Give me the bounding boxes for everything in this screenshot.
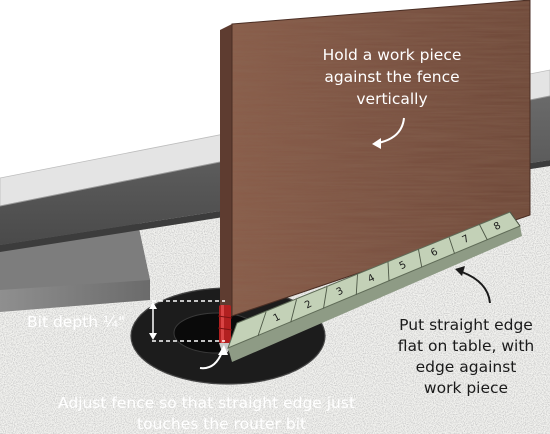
bit-depth-bracket <box>149 300 225 342</box>
callout-line: edge against <box>416 358 517 376</box>
arrow-to-work-piece-icon <box>372 117 405 149</box>
callout-line: against the fence <box>324 68 459 86</box>
callout-line: vertically <box>356 90 427 108</box>
router-bit <box>217 305 233 352</box>
ruler-division <box>418 249 423 268</box>
callout-line: touches the router bit <box>137 415 306 433</box>
straight-edge-callout: Put straight edge flat on table, with ed… <box>398 316 535 397</box>
bit-depth-label: Bit depth ¼" <box>27 313 125 331</box>
adjust-fence-callout: Adjust fence so that straight edge just … <box>58 394 355 433</box>
ruler-division <box>479 224 488 240</box>
arrow-to-straight-edge-icon <box>455 266 491 304</box>
ruler-division <box>257 311 267 337</box>
hold-work-piece-callout: Hold a work piece against the fence vert… <box>323 46 462 108</box>
straight-edge: 1 2 3 4 5 6 7 8 <box>227 211 522 362</box>
ruler-number: 7 <box>461 233 472 246</box>
ruler-number: 3 <box>335 286 346 299</box>
ruler-number: 4 <box>366 273 377 286</box>
ruler-division <box>290 299 297 323</box>
ruler-number: 5 <box>398 259 409 272</box>
ruler-division <box>387 261 390 282</box>
bit-depth-callout: Bit depth ¼" <box>27 313 125 331</box>
ruler-division <box>355 274 358 295</box>
ruler-division <box>509 211 521 227</box>
callout-line: Hold a work piece <box>323 46 462 64</box>
ruler-number: 2 <box>303 299 314 312</box>
callout-line: work piece <box>424 379 508 397</box>
callout-line: Adjust fence so that straight edge just <box>58 394 355 412</box>
ruler-number: 8 <box>492 220 503 233</box>
callout-line: flat on table, with <box>398 337 535 355</box>
ruler-division <box>448 236 455 254</box>
ruler-division <box>323 286 328 309</box>
callout-line: Put straight edge <box>399 316 533 334</box>
ruler-number: 6 <box>429 246 440 259</box>
ruler-number: 1 <box>272 312 283 325</box>
arrow-to-router-bit-icon <box>199 345 228 370</box>
